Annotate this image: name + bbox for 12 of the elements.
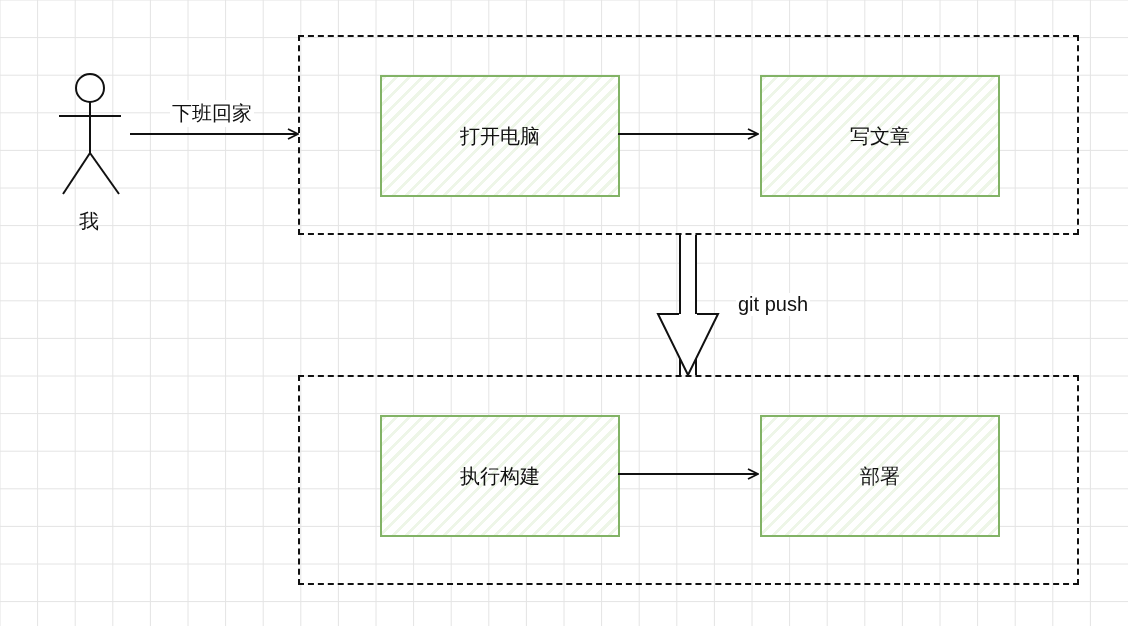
dashed-group-box — [298, 375, 1079, 585]
person-label: 我 — [79, 209, 99, 234]
arrow — [617, 468, 759, 480]
process-box: 部署 — [760, 415, 1000, 537]
process-box: 写文章 — [760, 75, 1000, 197]
dashed-group-box — [298, 35, 1079, 235]
arrow — [617, 128, 759, 140]
process-box: 打开电脑 — [380, 75, 620, 197]
edge-label: 下班回家 — [170, 100, 254, 127]
edge-label: git push — [736, 293, 811, 316]
process-box: 执行构建 — [380, 415, 620, 537]
arrow — [129, 128, 299, 140]
